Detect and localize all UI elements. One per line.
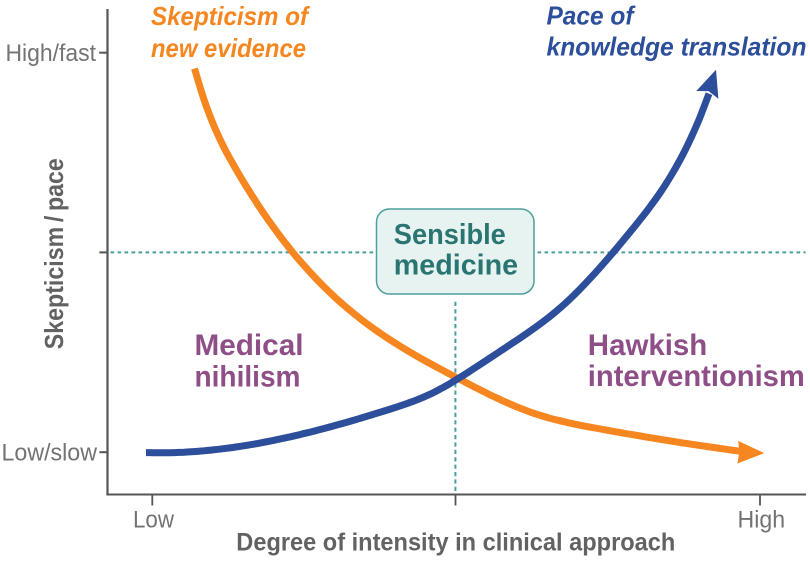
svg-text:Hawkish: Hawkish	[588, 329, 708, 362]
svg-text:Skepticism / pace: Skepticism / pace	[39, 158, 69, 349]
svg-text:High/fast: High/fast	[6, 40, 97, 67]
svg-text:Low: Low	[133, 507, 175, 534]
svg-text:medicine: medicine	[394, 250, 518, 282]
svg-text:Sensible: Sensible	[394, 219, 506, 251]
svg-text:Skepticism of: Skepticism of	[151, 1, 310, 31]
svg-text:new evidence: new evidence	[151, 33, 306, 63]
svg-text:interventionism: interventionism	[588, 360, 805, 393]
svg-text:nihilism: nihilism	[195, 361, 301, 394]
svg-text:High: High	[738, 507, 786, 534]
svg-text:Degree of intensity in clinica: Degree of intensity in clinical approach	[236, 529, 675, 557]
svg-text:knowledge translation: knowledge translation	[547, 32, 807, 62]
svg-text:Medical: Medical	[195, 329, 304, 362]
svg-text:Low/slow: Low/slow	[2, 439, 98, 466]
svg-text:Pace of: Pace of	[547, 1, 636, 31]
